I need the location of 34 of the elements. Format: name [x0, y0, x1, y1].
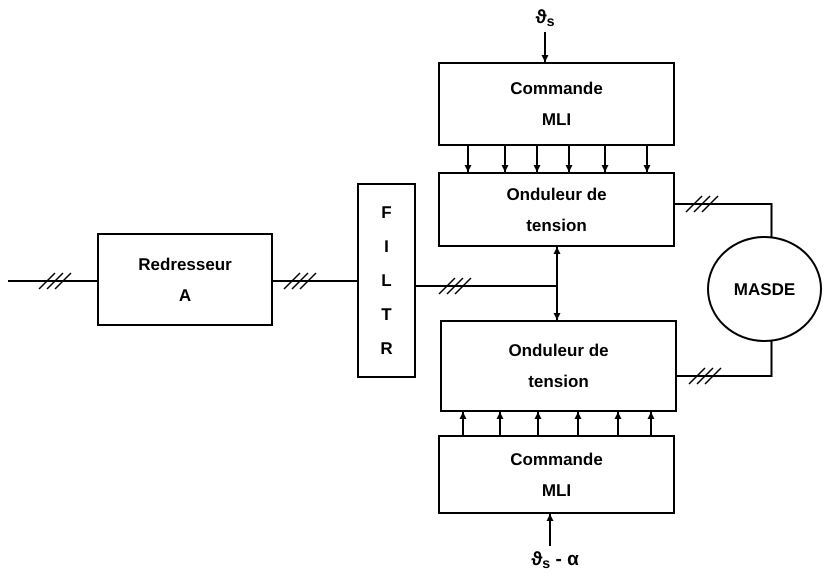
node-label: Onduleur de tension [507, 340, 610, 393]
connector-line [675, 203, 772, 238]
node-label: ϑ$_{s}$ - α [531, 548, 579, 574]
arrow [566, 146, 572, 172]
connector-line [8, 280, 97, 282]
arrow [534, 146, 540, 172]
node-label: F I L T R [379, 202, 394, 360]
filter-box [357, 183, 416, 378]
node-label: Commande MLI [509, 448, 604, 502]
arrow [464, 146, 472, 172]
arrow [648, 412, 654, 435]
arrow [644, 146, 650, 172]
node-label: Commande MLI [509, 78, 604, 131]
arrow [416, 285, 560, 320]
arrow [460, 412, 466, 435]
control-box [438, 62, 675, 146]
arrow [496, 412, 504, 435]
connector-line [273, 280, 357, 282]
connector-line [677, 340, 772, 377]
node-label: MASDE [734, 278, 796, 300]
inverter-box [440, 320, 677, 412]
arrow [546, 514, 554, 546]
arrow [574, 412, 582, 435]
arrow [542, 32, 548, 62]
node-label: Redresseur A [137, 254, 233, 306]
rectifier-box [97, 233, 273, 326]
arrow [534, 412, 542, 435]
arrow [502, 146, 508, 172]
control-box [438, 435, 675, 514]
node-label: Onduleur de tension [505, 184, 608, 236]
arrow [614, 412, 622, 435]
arrow [602, 146, 608, 172]
inverter-box [438, 172, 675, 247]
node-label: ϑ$_{s}$ [536, 6, 554, 32]
